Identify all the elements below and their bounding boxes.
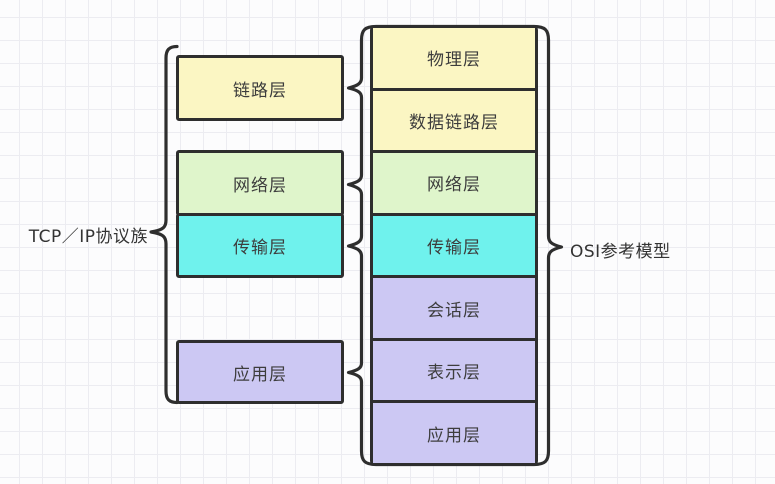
- tcpip-layer-label: 传输层: [233, 238, 287, 258]
- tcpip-layer-label: 网络层: [233, 175, 287, 196]
- osi-layer-label: 网络层: [427, 175, 481, 196]
- osi-model-label: OSI参考模型: [570, 242, 671, 262]
- osi-layer-label: 应用层: [427, 425, 481, 446]
- osi-layer-row-physical: 物理层: [373, 28, 535, 88]
- tcpip-layer-box-transport: 传输层: [176, 213, 344, 278]
- osi-layer-row-datalink: 数据链路层: [373, 87, 535, 151]
- osi-layer-label: 物理层: [427, 50, 481, 71]
- osi-layer-label: 表示层: [427, 363, 481, 384]
- osi-layer-row-session: 会话层: [373, 275, 535, 338]
- osi-layer-label: 会话层: [427, 300, 481, 321]
- osi-layer-row-application: 应用层: [373, 400, 535, 464]
- tcpip-curly-brace: [149, 44, 179, 405]
- osi-layer-row-presentation: 表示层: [373, 337, 535, 401]
- osi-layer-label: 传输层: [427, 238, 481, 259]
- tcpip-stack-label: TCP／IP协议族: [28, 227, 148, 247]
- tcpip-layer-box-application: 应用层: [176, 340, 344, 404]
- tcpip-layer-label: 链路层: [233, 80, 287, 101]
- osi-column: 物理层 数据链路层 网络层 传输层 会话层 表示层 应用层: [370, 25, 538, 466]
- osi-layer-label: 数据链路层: [409, 112, 499, 133]
- tcpip-layer-box-link: 链路层: [176, 55, 344, 121]
- tcpip-layer-label: 应用层: [233, 364, 287, 385]
- osi-layer-row-transport: 传输层: [373, 212, 535, 276]
- osi-layer-row-network: 网络层: [373, 150, 535, 213]
- tcpip-layer-box-network: 网络层: [176, 150, 344, 216]
